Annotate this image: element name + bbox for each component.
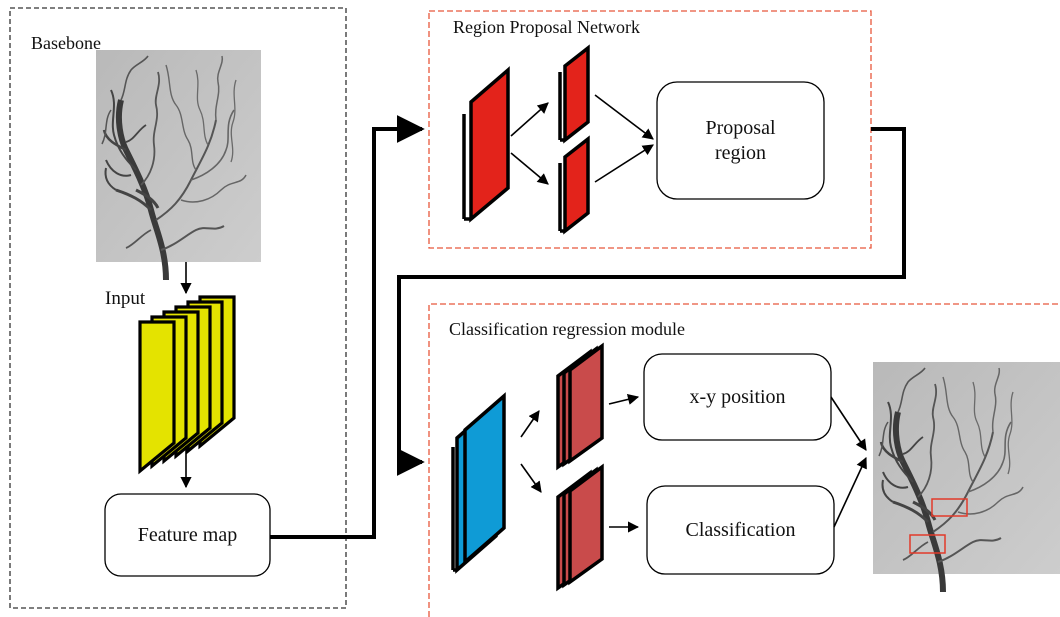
output-angiogram-image — [873, 362, 1060, 592]
rpn-title: Region Proposal Network — [453, 17, 640, 37]
rpn-branch-layer-top — [558, 44, 590, 144]
crm-panel — [428, 303, 1060, 617]
proposal-region-label: Proposal region — [705, 116, 776, 164]
detection-box — [909, 534, 946, 554]
crm-branch-stack-bottom — [556, 463, 604, 592]
crm-input-layer-stack — [451, 392, 506, 574]
input-layer-stack — [138, 295, 236, 475]
backbone-title: Basebone — [31, 33, 101, 53]
classification-box — [646, 485, 835, 575]
rpn-feature-layer — [462, 66, 510, 223]
feature-map-label: Feature map — [137, 523, 238, 546]
rpn-branch-layer-bottom — [558, 135, 590, 235]
crm-title: Classification regression module — [449, 319, 685, 339]
xy-position-label: x-y position — [689, 385, 786, 408]
detection-box — [931, 498, 968, 517]
input-label: Input — [105, 288, 146, 309]
classification-label: Classification — [685, 518, 796, 541]
backbone-panel — [9, 7, 347, 609]
crm-branch-stack-top — [556, 342, 604, 471]
proposal-region-box — [656, 81, 825, 200]
input-angiogram-image — [96, 50, 261, 280]
